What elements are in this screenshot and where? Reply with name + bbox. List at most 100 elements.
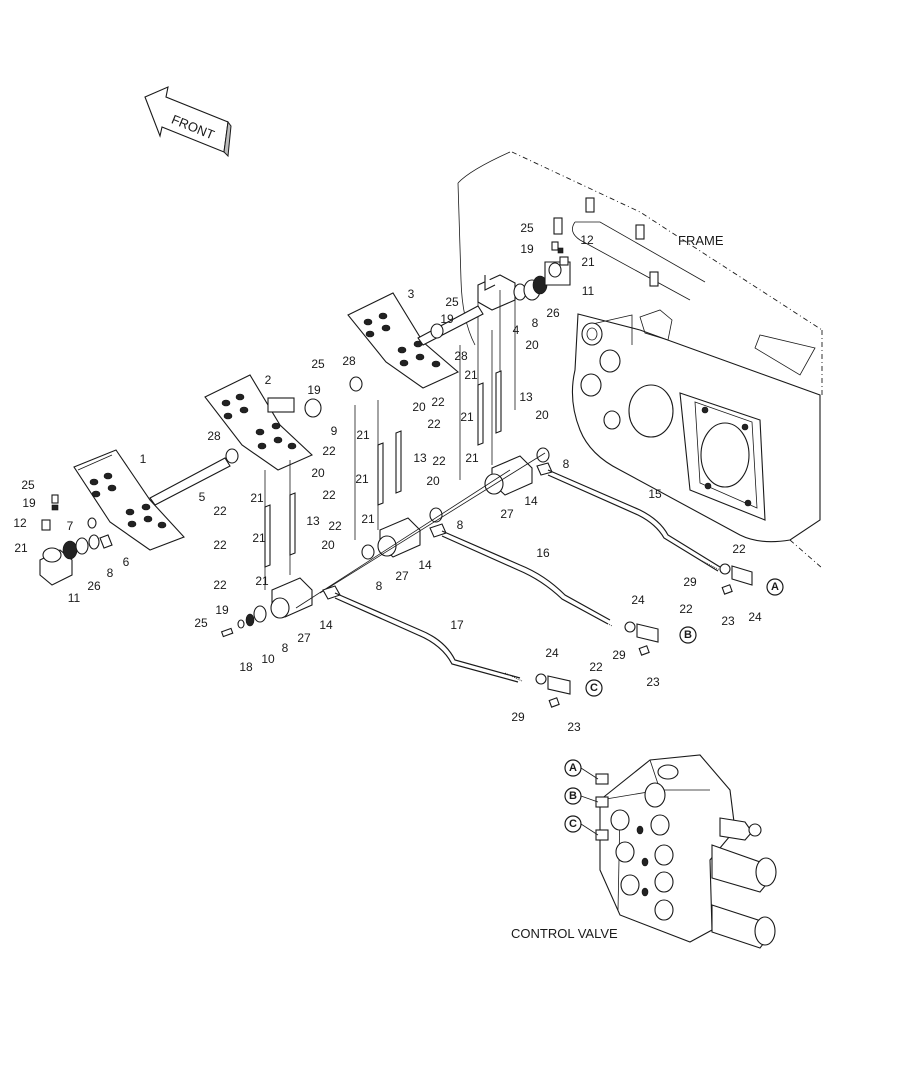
push-rods <box>322 462 721 683</box>
callout-22: 22 <box>431 395 445 409</box>
callout-8: 8 <box>457 518 464 532</box>
callout-24: 24 <box>631 593 645 607</box>
callout-25: 25 <box>520 221 534 235</box>
callout-26: 26 <box>87 579 101 593</box>
callout-19: 19 <box>440 312 454 326</box>
callout-3: 3 <box>408 287 415 301</box>
callout-19: 19 <box>22 496 36 510</box>
callout-23: 23 <box>646 675 660 689</box>
callout-1: 1 <box>140 452 147 466</box>
callout-13: 13 <box>306 514 320 528</box>
callout-21: 21 <box>581 255 595 269</box>
callout-22: 22 <box>328 519 342 533</box>
valve-port-a-label: A <box>569 762 577 774</box>
callout-8: 8 <box>107 566 114 580</box>
callout-8: 8 <box>282 641 289 655</box>
valve-port-c-label: C <box>569 818 577 830</box>
front-arrow: FRONT <box>144 86 232 158</box>
callout-19: 19 <box>520 242 534 256</box>
callout-24: 24 <box>545 646 559 660</box>
callout-2: 2 <box>265 373 272 387</box>
callout-17: 17 <box>450 618 464 632</box>
pedal-2 <box>204 374 322 471</box>
callout-25: 25 <box>21 478 35 492</box>
callout-28: 28 <box>342 354 356 368</box>
port-c-label: C <box>590 682 598 694</box>
callout-21: 21 <box>14 541 28 555</box>
callout-20: 20 <box>311 466 325 480</box>
callout-21: 21 <box>356 428 370 442</box>
lower-levers <box>220 447 550 638</box>
callout-21: 21 <box>465 451 479 465</box>
callout-13: 13 <box>413 451 427 465</box>
callout-22: 22 <box>213 578 227 592</box>
pedal-3 <box>347 292 484 392</box>
callout-7: 7 <box>67 519 74 533</box>
callout-11: 11 <box>582 284 595 298</box>
pedal-1 <box>73 449 231 551</box>
callout-23: 23 <box>567 720 581 734</box>
callout-14: 14 <box>418 558 432 572</box>
callout-4: 4 <box>513 323 520 337</box>
callout-21: 21 <box>255 574 269 588</box>
callout-14: 14 <box>524 494 538 508</box>
callout-12: 12 <box>580 233 594 247</box>
callout-26: 26 <box>546 306 560 320</box>
callout-28: 28 <box>207 429 221 443</box>
callout-8: 8 <box>563 457 570 471</box>
callout-5: 5 <box>199 490 206 504</box>
part-callouts: 1234567888888910111112121313131414141516… <box>13 221 762 734</box>
callout-21: 21 <box>355 472 369 486</box>
valve-port-b-label: B <box>569 790 577 802</box>
callout-12: 12 <box>13 516 27 530</box>
callout-29: 29 <box>683 575 697 589</box>
frame-label: FRAME <box>678 233 724 248</box>
callout-27: 27 <box>395 569 409 583</box>
callout-29: 29 <box>612 648 626 662</box>
callout-25: 25 <box>194 616 208 630</box>
callout-27: 27 <box>297 631 311 645</box>
control-valve-label: CONTROL VALVE <box>511 926 618 941</box>
callout-15: 15 <box>648 487 662 501</box>
callout-19: 19 <box>307 383 321 397</box>
callout-22: 22 <box>322 444 336 458</box>
callout-21: 21 <box>464 368 478 382</box>
callout-6: 6 <box>123 555 130 569</box>
callout-27: 27 <box>500 507 514 521</box>
callout-22: 22 <box>322 488 336 502</box>
linkage-rods <box>264 330 502 590</box>
port-markers: A B C A B C <box>564 578 784 836</box>
callout-13: 13 <box>519 390 533 404</box>
frame <box>457 151 823 569</box>
callout-22: 22 <box>427 417 441 431</box>
callout-9: 9 <box>331 424 338 438</box>
callout-21: 21 <box>460 410 474 424</box>
callout-20: 20 <box>412 400 426 414</box>
callout-19: 19 <box>215 603 229 617</box>
left-bearing-block <box>39 494 113 586</box>
callout-28: 28 <box>454 349 468 363</box>
callout-16: 16 <box>536 546 550 560</box>
callout-22: 22 <box>732 542 746 556</box>
callout-20: 20 <box>535 408 549 422</box>
control-valve <box>595 754 777 949</box>
callout-10: 10 <box>261 652 275 666</box>
callout-8: 8 <box>532 316 539 330</box>
clevises <box>535 563 753 708</box>
callout-29: 29 <box>511 710 525 724</box>
callout-21: 21 <box>361 512 375 526</box>
callout-8: 8 <box>376 579 383 593</box>
port-a-label: A <box>771 581 779 593</box>
callout-21: 21 <box>250 491 264 505</box>
callout-23: 23 <box>721 614 735 628</box>
callout-18: 18 <box>239 660 253 674</box>
callout-20: 20 <box>426 474 440 488</box>
callout-22: 22 <box>589 660 603 674</box>
callout-21: 21 <box>252 531 266 545</box>
port-b-label: B <box>684 629 692 641</box>
callout-11: 11 <box>68 591 81 605</box>
callout-22: 22 <box>432 454 446 468</box>
callout-22: 22 <box>213 538 227 552</box>
callout-25: 25 <box>311 357 325 371</box>
